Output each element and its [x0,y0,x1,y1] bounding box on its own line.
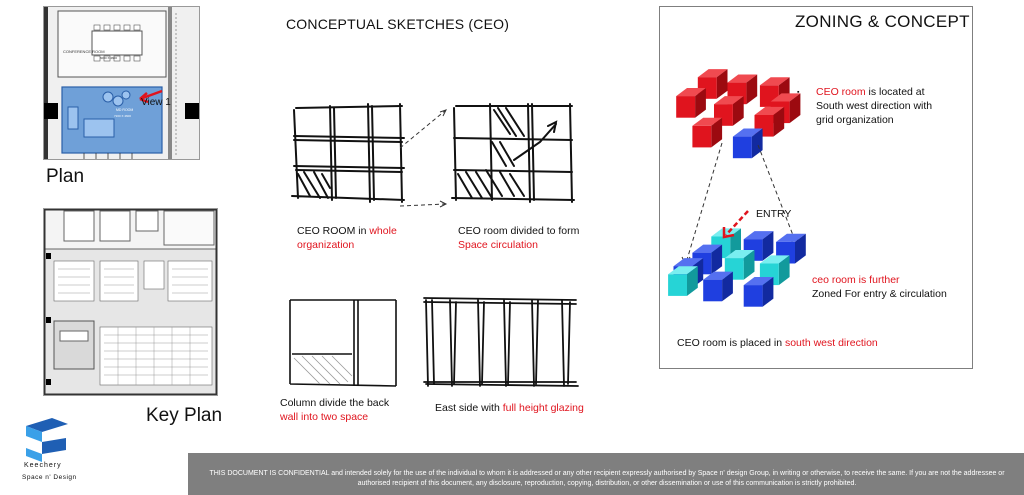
sketch-1-svg [291,103,405,203]
zoning-note-1-red: CEO room [816,86,866,98]
caption-1-black: CEO ROOM in [297,225,370,237]
zoning-note-2-red: ceo room is further [812,274,900,286]
zoning-note-1: CEO room is located at South west direct… [816,85,932,127]
entry-label: ENTRY [756,208,792,220]
zoning-note-2: ceo room is further Zoned For entry & ci… [812,273,947,301]
caption-1: CEO ROOM in whole organization [297,224,397,252]
plan-svg: CONFERENCE ROOM 6000 X 4600 MD ROOM 7200… [44,7,199,159]
caption-4-red: full height glazing [502,402,584,414]
plan-drawing: CONFERENCE ROOM 6000 X 4600 MD ROOM 7200… [43,6,200,160]
caption-1-line2: organization [297,239,355,251]
key-plan-drawing [43,208,218,396]
ceo-room-dim: 7200 X 4600 [114,114,131,118]
view-label: View 1 [141,97,171,108]
logo-name: Keechery [24,462,62,469]
caption-4: East side with full height glazing [435,401,584,415]
zoning-note-3-red: south west direction [784,337,878,349]
caption-2-line2: Space circulation [458,239,538,251]
sketch-2 [444,100,584,210]
caption-4-black: East side with [435,402,503,414]
logo-mark [22,418,70,462]
sketch-3 [284,292,404,392]
zoning-note-3: CEO room is placed in south west directi… [677,336,878,350]
sketch-1 [284,100,414,210]
key-plan-label: Key Plan [146,405,223,426]
caption-3: Column divide the back wall into two spa… [280,396,389,424]
caption-2: CEO room divided to form Space circulati… [458,224,579,252]
bullet-icon: ▪ [797,89,800,96]
sketch-2-svg [451,103,575,203]
sketch-3-svg [289,299,397,387]
sketch-4-svg [423,297,579,387]
key-plan-svg [44,209,217,395]
zoning-note-1-line2: South west direction with [816,100,933,112]
footer-text: THIS DOCUMENT IS CONFIDENTIAL and intend… [209,470,1005,487]
zoning-note-1-line3: grid organization [816,114,894,126]
zoning-note-1-rest: is located at [865,86,925,98]
logo-sub: Space n' Design [22,474,77,481]
logo-icon [26,418,68,462]
zoning-note-3-black: CEO room is placed in [677,337,785,349]
conference-room-dim: 6000 X 4600 [100,56,117,60]
sketch-4 [420,292,582,392]
sketch-arrows [400,109,448,208]
caption-3-line2: wall into two space [280,411,369,423]
caption-1-red: whole [369,225,397,237]
zoning-panel [659,6,973,369]
caption-3-black: Column divide the back [280,397,390,409]
ceo-room-label: MD ROOM [116,108,133,112]
zoning-note-2-line2: Zoned For entry & circulation [812,288,947,300]
sketches-title: CONCEPTUAL SKETCHES (CEO) [286,16,510,32]
zoning-cubes-svg [668,69,806,307]
confidential-footer: THIS DOCUMENT IS CONFIDENTIAL and intend… [188,453,1024,495]
caption-2-black: CEO room divided to form [458,225,580,237]
zoning-title: ZONING & CONCEPT [795,12,970,31]
conference-room-label: CONFERENCE ROOM [63,49,105,54]
plan-label: Plan [46,166,85,187]
